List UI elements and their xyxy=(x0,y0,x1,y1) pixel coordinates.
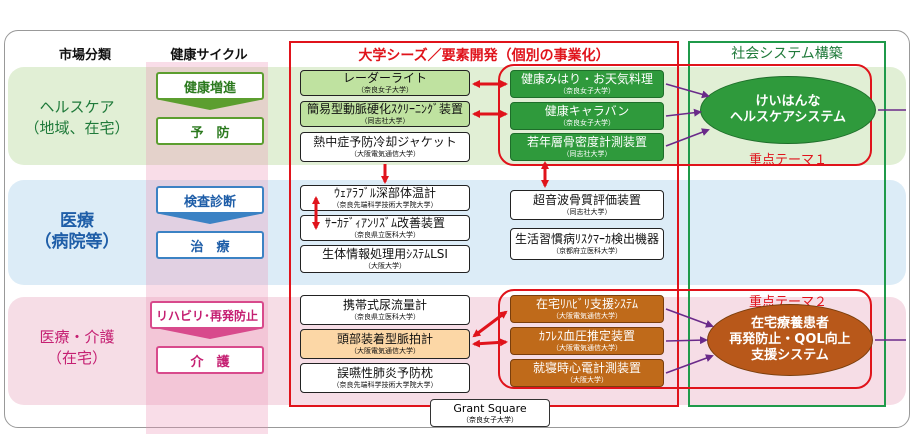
cycle-arrow-2 xyxy=(160,214,260,224)
seed-org: （奈良先端科学技術大学院大学） xyxy=(332,380,438,389)
system-keihanna-text: けいはんな ヘルスケアシステム xyxy=(729,94,847,125)
cycle-health-promotion: 健康増進 xyxy=(156,72,264,100)
seed-org: （大阪大学） xyxy=(566,375,608,384)
seed-title: ｶﾌﾚｽ血圧推定装置 xyxy=(538,329,635,344)
seed-radar-light: レーダーライト （奈良女子大学） xyxy=(300,70,470,96)
cycle-arrow-3 xyxy=(160,329,260,339)
seed-title: 携帯式尿流量計 xyxy=(342,298,427,313)
seed-cooling-jacket: 熱中症予防冷却ジャケット （大阪電気通信大学） xyxy=(300,132,470,162)
seed-org: （大阪電気通信大学） xyxy=(350,149,420,158)
market-medical: 医療 （病院等） xyxy=(8,211,146,253)
seed-title: 若年層骨密度計測装置 xyxy=(526,135,647,150)
seed-title: 頭部装着型脈拍計 xyxy=(336,332,433,347)
system-keihanna-healthcare: けいはんな ヘルスケアシステム xyxy=(700,76,876,144)
seed-title: 健康みはり・お天気料理 xyxy=(520,72,653,87)
market-healthcare: ヘルスケア （地域、在宅） xyxy=(8,97,146,139)
seed-ultrasound-bone: 超音波骨質評価装置 （同志社大学） xyxy=(510,190,664,220)
seed-title: レーダーライト xyxy=(342,71,427,86)
seed-title: 簡易型動脈硬化ｽｸﾘｰﾆﾝｸﾞ装置 xyxy=(306,102,463,117)
seed-org: （奈良県立医科大学） xyxy=(350,230,420,239)
arrow-pulse-to-rehab xyxy=(472,310,508,338)
header-cycle: 健康サイクル xyxy=(170,48,248,63)
seed-arteriosclerosis-screening: 簡易型動脈硬化ｽｸﾘｰﾆﾝｸﾞ装置 （同志社大学） xyxy=(300,101,470,127)
seed-bone-density-meter: 若年層骨密度計測装置 （同志社大学） xyxy=(510,133,664,161)
seed-title: 超音波骨質評価装置 xyxy=(532,193,641,208)
seed-org: （同志社大学） xyxy=(360,116,410,125)
seed-org: （大阪電気通信大学） xyxy=(552,311,622,320)
seed-org: （同志社大学） xyxy=(562,207,612,216)
seed-pneumonia-pillow: 誤嚥性肺炎予防枕 （奈良先端科学技術大学院大学） xyxy=(300,363,470,393)
seed-circadian-device: ｻｰｶﾃﾞｨｱﾝﾘｽﾞﾑ改善装置 （奈良県立医科大学） xyxy=(300,215,470,241)
theme1-label: 重点テーマ１ xyxy=(748,153,827,168)
seed-cuffless-bp: ｶﾌﾚｽ血圧推定装置 （大阪電気通信大学） xyxy=(510,327,664,355)
seed-org: （奈良先端科学技術大学院大学） xyxy=(332,200,438,209)
cycle-diagnosis: 検査診断 xyxy=(156,186,264,214)
seed-title: 誤嚥性肺炎予防枕 xyxy=(336,366,433,381)
seed-sleep-ecg: 就寝時心電計測装置 （大阪大学） xyxy=(510,359,664,387)
seed-org: （大阪大学） xyxy=(364,261,406,270)
arrow-bone-to-system1 xyxy=(665,128,710,147)
seed-title: ｳｪｱﾗﾌﾞﾙ深部体温計 xyxy=(333,186,436,201)
market-healthcare-line2: （地域、在宅） xyxy=(24,119,130,137)
seed-org: （奈良女子大学） xyxy=(559,118,615,127)
header-social: 社会システム構築 xyxy=(731,46,843,62)
header-market: 市場分類 xyxy=(58,48,111,63)
seed-title: 生体情報処理用ｼｽﾃﾑLSI xyxy=(322,247,448,262)
seed-title: 就寝時心電計測装置 xyxy=(532,361,641,376)
arrow-watch-to-system1 xyxy=(665,83,710,99)
cycle-treatment: 治 療 xyxy=(156,231,264,259)
outer-frame xyxy=(4,30,910,428)
arrow-caravan-to-system1 xyxy=(665,108,702,117)
arrow-rehab-to-system2 xyxy=(665,308,714,328)
arrow-pulse-to-cuffless xyxy=(472,338,508,348)
seed-org: （奈良女子大学） xyxy=(357,85,413,94)
header-seeds: 大学シーズ／要素開発（個別の事業化） xyxy=(358,48,610,64)
system-home-care-support: 在宅療養患者 再発防止・QOL向上 支援システム xyxy=(707,304,873,376)
seed-home-rehab-system: 在宅ﾘﾊﾋﾞﾘ支援ｼｽﾃﾑ （大阪電気通信大学） xyxy=(510,295,664,323)
arrow-ecg-to-system2 xyxy=(665,354,714,374)
cycle-prevention: 予 防 xyxy=(156,117,264,145)
seed-org: （大阪電気通信大学） xyxy=(552,343,622,352)
cycle-rehabilitation: リハビリ･再発防止 xyxy=(150,301,264,329)
grant-org: （奈良女子大学） xyxy=(462,415,518,424)
grant-square-box: Grant Square （奈良女子大学） xyxy=(430,399,550,427)
seed-org: （京都府立医科大学） xyxy=(552,246,622,255)
seed-title: 熱中症予防冷却ジャケット xyxy=(313,135,457,150)
seed-org: （奈良県立医科大学） xyxy=(350,312,420,321)
grant-title: Grant Square xyxy=(453,401,527,415)
market-nursing-line1: 医療・介護 xyxy=(39,328,115,346)
market-medical-line1: 医療 xyxy=(60,211,94,231)
cycle-arrow-1 xyxy=(160,100,260,110)
seed-title: 健康キャラバン xyxy=(544,104,630,119)
cycle-care: 介 護 xyxy=(156,346,264,374)
seed-title: 在宅ﾘﾊﾋﾞﾘ支援ｼｽﾃﾑ xyxy=(535,297,638,312)
seed-title: 生活習慣病ﾘｽｸﾏｰｶ検出機器 xyxy=(514,232,659,247)
seed-org: （大阪電気通信大学） xyxy=(350,346,420,355)
market-nursing: 医療・介護 （在宅） xyxy=(8,327,146,369)
seed-urine-flow-meter: 携帯式尿流量計 （奈良県立医科大学） xyxy=(300,295,470,325)
seed-risk-marker-detector: 生活習慣病ﾘｽｸﾏｰｶ検出機器 （京都府立医科大学） xyxy=(510,228,664,260)
seed-health-caravan: 健康キャラバン （奈良女子大学） xyxy=(510,102,664,130)
market-nursing-line2: （在宅） xyxy=(46,349,107,367)
social-system-frame xyxy=(688,41,886,407)
market-healthcare-line1: ヘルスケア xyxy=(39,98,115,116)
seed-title: ｻｰｶﾃﾞｨｱﾝﾘｽﾞﾑ改善装置 xyxy=(324,216,445,231)
market-medical-line2: （病院等） xyxy=(34,232,120,252)
seed-org: （奈良女子大学） xyxy=(559,86,615,95)
arrow-cuffless-to-system2 xyxy=(665,336,708,345)
system-home-care-text: 在宅療養患者 再発防止・QOL向上 支援システム xyxy=(729,316,851,363)
seed-wearable-thermometer: ｳｪｱﾗﾌﾞﾙ深部体温計 （奈良先端科学技術大学院大学） xyxy=(300,185,470,211)
seed-head-pulse-meter: 頭部装着型脈拍計 （大阪電気通信大学） xyxy=(300,329,470,359)
seed-lsi-system: 生体情報処理用ｼｽﾃﾑLSI （大阪大学） xyxy=(300,245,470,273)
seed-health-watch-cooking: 健康みはり・お天気料理 （奈良女子大学） xyxy=(510,70,664,98)
seed-org: （同志社大学） xyxy=(562,149,612,158)
